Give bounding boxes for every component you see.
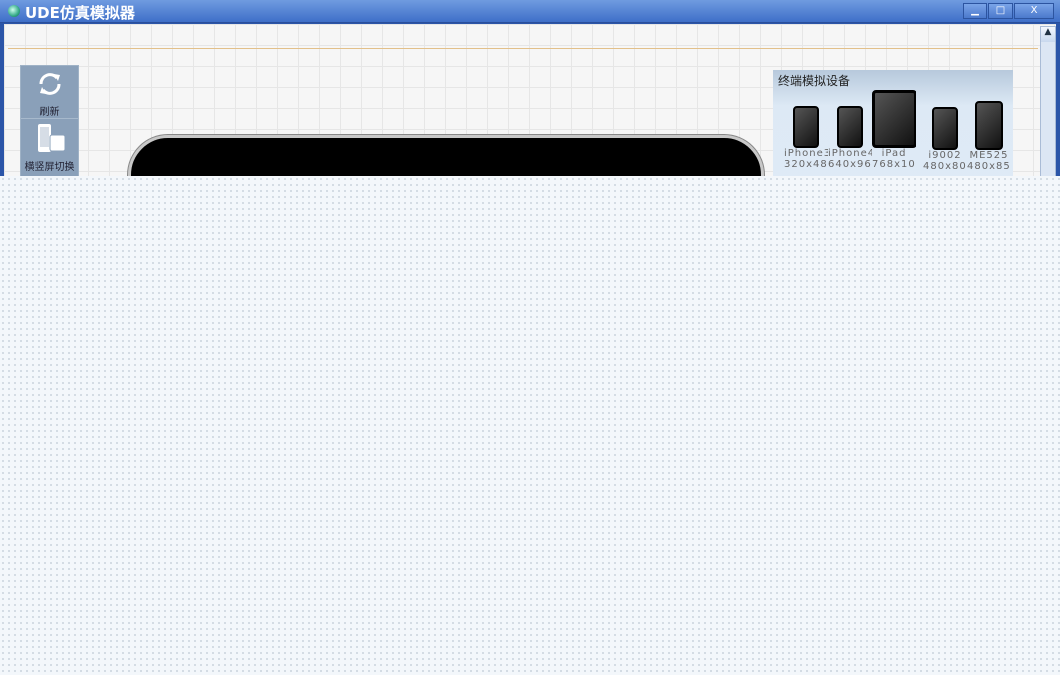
unrendered-area (0, 176, 1060, 675)
device-panel: 终端模拟设备 iPhone3320x480 iPhone4640x960 iPa… (773, 70, 1013, 176)
phone-icon (975, 101, 1003, 150)
side-toolbar: 刷新 横竖屏切换 (20, 65, 79, 176)
device-resolution: 768x1024 (872, 159, 916, 170)
window-title: UDE仿真模拟器 (25, 4, 135, 22)
device-me525[interactable]: ME525480x854 (967, 101, 1011, 172)
device-name: iPhone4 (828, 148, 872, 159)
frame-top-border (8, 48, 1038, 49)
device-name: iPad (881, 148, 907, 159)
tablet-icon (872, 90, 916, 148)
maximize-button[interactable]: □ (988, 3, 1013, 19)
device-screen (128, 135, 764, 176)
device-i9002[interactable]: i9002480x800 (923, 107, 967, 172)
scroll-up-button[interactable]: ▲ (1041, 27, 1055, 42)
vertical-scrollbar[interactable]: ▲ (1040, 26, 1056, 176)
refresh-icon (39, 73, 60, 95)
phone-icon (932, 107, 958, 150)
device-ipad[interactable]: iPad768x1024 (872, 90, 916, 170)
device-panel-title: 终端模拟设备 (778, 74, 851, 88)
minimize-button[interactable]: ▁ (963, 3, 987, 19)
phone-icon (793, 106, 819, 148)
title-bar: UDE仿真模拟器 ▁ □ X (0, 0, 1060, 23)
app-icon (8, 5, 20, 17)
client-area: 刷新 横竖屏切换 终端模拟设备 iPhone3320x480 iPhone464… (4, 24, 1056, 176)
device-resolution: 640x960 (828, 159, 872, 170)
device-resolution: 320x480 (784, 159, 828, 170)
device-resolution: 480x800 (923, 161, 967, 172)
device-name: ME525 (969, 150, 1009, 161)
rotate-label: 横竖屏切换 (24, 162, 75, 173)
rotate-button[interactable]: 横竖屏切换 (21, 119, 78, 173)
device-name: iPhone3 (784, 148, 828, 159)
device-resolution: 480x854 (967, 161, 1011, 172)
phone-icon (837, 106, 863, 148)
refresh-button[interactable]: 刷新 (21, 66, 78, 119)
refresh-label: 刷新 (39, 107, 60, 118)
device-iphone3[interactable]: iPhone3320x480 (784, 106, 828, 170)
device-iphone4[interactable]: iPhone4640x960 (828, 106, 872, 170)
device-name: i9002 (928, 150, 962, 161)
close-button[interactable]: X (1014, 3, 1054, 19)
rotate-screen-icon (37, 124, 65, 152)
